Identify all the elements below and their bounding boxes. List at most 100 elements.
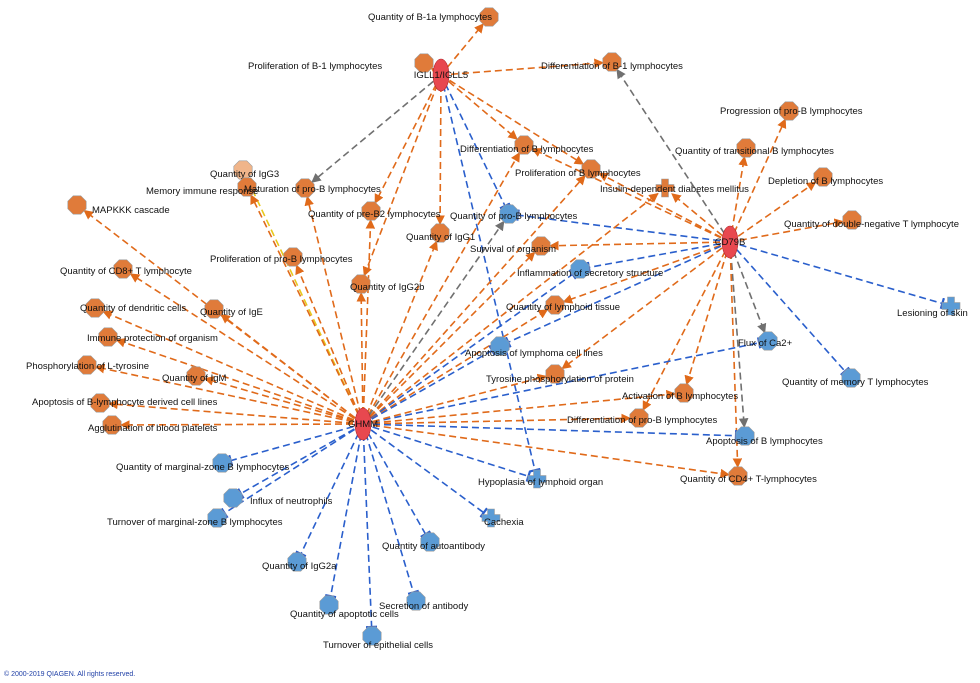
node-label: Lesioning of skin [897,308,968,319]
node-n15[interactable]: Quantity of pre-B2 lymphocytes [308,201,441,221]
node-n08[interactable]: Differentiation of B lymphocytes [460,135,594,155]
edge-CD79B-n08 [531,148,722,239]
node-n34[interactable]: Apoptosis of B-lymphocyte derived cell l… [32,393,218,413]
node-shape-octagon [490,336,510,356]
node-n43[interactable]: Turnover of marginal-zone B lymphocytes [107,508,283,528]
node-shape-octagon [629,408,649,428]
node-n41[interactable]: Quantity of CD4+ T-lymphocytes [680,466,817,486]
node-n31[interactable]: Quantity of IgM [162,366,227,386]
node-n11[interactable]: Quantity of IgG3 [210,160,279,180]
node-label: Survival of organism [470,244,556,255]
edge-GHMM-n18 [369,251,536,418]
node-shape-octagon [842,210,862,230]
node-n21[interactable]: Inflammation of secretory structure [517,259,663,279]
node-n19[interactable]: Proliferation of pro-B lymphocytes [210,247,353,267]
node-n32[interactable]: Tyrosine phosphorylation of protein [486,364,634,385]
edge-GHMM-n22 [356,292,367,415]
edge-GHMM-n10 [370,192,659,419]
node-shape-octagon [499,204,519,224]
node-label: Quantity of B-1a lymphocytes [368,12,492,23]
node-shape-octagon [736,138,756,158]
node-shape-cross [655,178,675,198]
node-n30[interactable]: Phosphorylation of L-tyrosine [26,355,149,375]
node-n24[interactable]: Quantity of IgE [200,299,263,319]
edge-GHMM-n43 [220,428,356,519]
node-n23[interactable]: Quantity of dendritic cells [80,298,186,318]
node-n17[interactable]: Quantity of IgG1 [406,223,475,243]
node-n48[interactable]: Secretion of antibody [379,591,469,612]
node-shape-octagon [570,259,590,279]
edge-CD79B-n26 [739,244,945,310]
node-n38[interactable]: Apoptosis of B lymphocytes [706,426,823,447]
node-n49[interactable]: Turnover of epithelial cells [323,626,433,651]
node-n45[interactable]: Quantity of autoantibody [382,532,485,552]
node-shape-octagon [295,178,315,198]
node-n47[interactable]: Quantity of apoptotic cells [290,595,399,620]
node-n04[interactable]: Progression of pro-B lymphocytes [720,101,863,121]
edge-CD79B-n25 [562,244,721,304]
node-n18[interactable]: Survival of organism [470,236,556,256]
node-n27[interactable]: Immune protection of organism [87,327,218,347]
node-n40[interactable]: Hypoplasia of lymphoid organ [478,469,603,489]
node-n25[interactable]: Quantity of lymphoid tissue [506,295,620,315]
node-shape-cross [941,296,961,316]
node-n44[interactable]: Cachexia [481,508,524,528]
node-n06[interactable]: Depletion of B lymphocytes [768,167,883,187]
hub-label: IGLL1/IGLL5 [414,70,468,81]
node-shape-octagon [430,223,450,243]
node-n42[interactable]: Influx of neutrophils [223,488,333,508]
node-n36[interactable]: Differentiation of pro-B lymphocytes [567,408,718,428]
node-n28[interactable]: Apoptosis of lymphoma cell lines [465,336,603,359]
node-n03[interactable]: Differentiation of B-1 lymphocytes [541,52,683,72]
edge-GHMM-n34 [108,399,354,425]
node-n16[interactable]: Quantity of pro-B lymphocytes [450,204,577,224]
node-label: Quantity of IgG2b [350,282,424,293]
edge-GHMM-n49 [362,433,378,629]
node-shape-octagon [237,177,257,197]
edge-GHMM-n31 [203,376,354,423]
hub-ghmm[interactable]: GHMM [348,407,378,441]
node-n22[interactable]: Quantity of IgG2b [350,274,424,294]
node-shape-octagon [102,415,122,435]
edge-IGLL1-n22 [362,84,439,277]
edge-GHMM-n24 [220,313,356,419]
hub-cd79b[interactable]: CD79B [715,225,746,259]
node-shape-octagon [728,466,748,486]
node-label: Turnover of epithelial cells [323,640,433,651]
node-n14[interactable]: MAPKKK cascade [67,195,170,216]
node-n07[interactable]: Quantity of double-negative T lymphocyte [784,210,959,230]
hub-shape [721,225,739,259]
node-shape-octagon [514,135,534,155]
node-label: Quantity of lymphoid tissue [506,302,620,313]
node-n20[interactable]: Quantity of CD8+ T lymphocyte [60,259,192,279]
node-n12[interactable]: Memory immune response [146,177,258,197]
edge-CD79B-n32 [561,247,723,370]
hub-igll1[interactable]: IGLL1/IGLL5 [414,58,468,92]
edge-CD79B-n36 [642,250,727,411]
node-n26[interactable]: Lesioning of skin [897,296,968,319]
node-n01[interactable]: Quantity of B-1a lymphocytes [368,7,499,27]
node-label: Quantity of CD4+ T-lymphocytes [680,474,817,485]
node-n02[interactable]: Proliferation of B-1 lymphocytes [248,53,434,73]
node-n33[interactable]: Quantity of memory T lymphocytes [782,368,929,388]
node-shape-octagon [319,595,339,615]
edge-GHMM-n36 [372,413,631,425]
hub-label: CD79B [715,237,746,248]
node-shape-octagon [362,626,382,646]
node-label: Quantity of pro-B lymphocytes [450,211,577,222]
node-n39[interactable]: Quantity of marginal-zone B lymphocytes [116,453,289,473]
node-n46[interactable]: Quantity of IgG2a [262,552,337,572]
node-n29[interactable]: Flux of Ca2+ [738,331,793,351]
node-n10[interactable]: Insulin-dependent diabetes mellitus [600,178,749,198]
node-label: Hypoplasia of lymphoid organ [478,477,603,488]
node-n09[interactable]: Proliferation of B lymphocytes [515,159,641,179]
node-label: Proliferation of B-1 lymphocytes [248,61,382,72]
edge-GHMM-n16 [368,220,505,417]
edge-CD79B-n05 [730,155,748,233]
node-n05[interactable]: Quantity of transitional B lymphocytes [675,138,834,158]
node-n13[interactable]: Maturation of pro-B lymphocytes [244,178,381,198]
node-n35[interactable]: Activation of B lymphocytes [622,383,738,403]
edge-CD79B-n04 [733,118,787,234]
nodes-layer: Quantity of B-1a lymphocytesProliferatio… [26,7,968,651]
node-n37[interactable]: Agglutination of blood platelets [88,415,218,435]
